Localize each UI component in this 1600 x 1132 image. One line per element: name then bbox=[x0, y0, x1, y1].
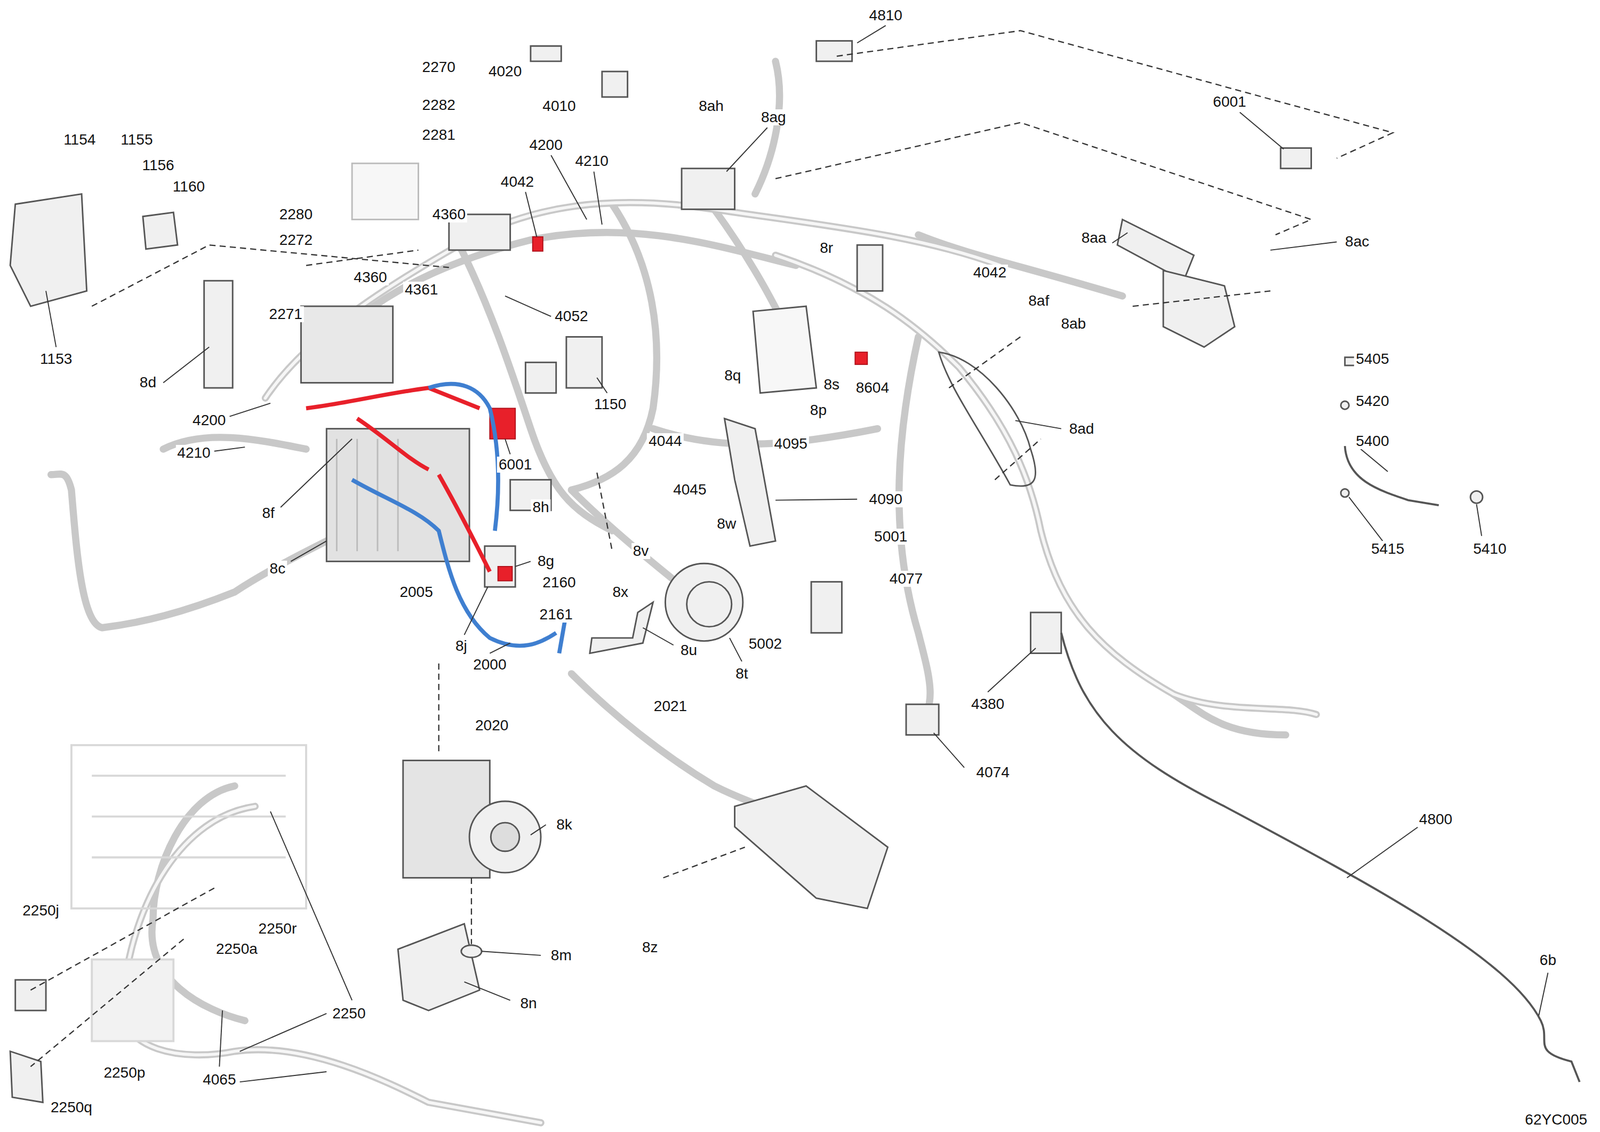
callout-number: 1150 bbox=[592, 396, 628, 413]
callout-number: 4210 bbox=[573, 153, 611, 170]
callout-number: 2160 bbox=[540, 574, 578, 591]
callout-number: 2281 bbox=[420, 126, 458, 143]
callout-number: 4200 bbox=[190, 412, 228, 429]
callout-number: 4074 bbox=[974, 764, 1011, 781]
callout-number: 62YC005 bbox=[1523, 1111, 1589, 1128]
callout-number: 8z bbox=[640, 939, 660, 956]
callout-number: 4020 bbox=[486, 63, 524, 80]
callout-number: 8g bbox=[536, 553, 556, 570]
callout-number: 4095 bbox=[772, 435, 810, 452]
callout-number: 8w bbox=[715, 515, 738, 532]
callout-number: 2250 bbox=[330, 1005, 367, 1022]
callout-number: 4042 bbox=[971, 264, 1008, 281]
callout-number: 4090 bbox=[867, 491, 904, 508]
callout-number: 8m bbox=[549, 947, 574, 964]
callout-number: 5415 bbox=[1369, 540, 1406, 557]
callout-number: 2270 bbox=[420, 59, 458, 76]
callout-number: 4810 bbox=[867, 7, 904, 24]
callout-number: 8aa bbox=[1080, 229, 1109, 246]
callout-number: 2021 bbox=[652, 698, 689, 715]
callout-number: 8j bbox=[453, 637, 469, 654]
callout-number: 5400 bbox=[1354, 433, 1391, 450]
callout-number: 5420 bbox=[1354, 393, 1391, 410]
callout-number: 1153 bbox=[38, 350, 74, 367]
callout-number: 4077 bbox=[888, 570, 925, 587]
callout-number: 5002 bbox=[747, 635, 784, 652]
callout-number: 1156 bbox=[140, 157, 176, 174]
callout-number: 8u bbox=[678, 642, 699, 659]
callout-number: 4360 bbox=[352, 269, 389, 286]
callout-number: 8q bbox=[722, 367, 743, 384]
callout-number: 4010 bbox=[540, 98, 578, 115]
callout-number: 4044 bbox=[646, 433, 684, 450]
callout-number: 8ad bbox=[1067, 420, 1096, 437]
callout-number: 4045 bbox=[671, 481, 708, 498]
callout-number: 8604 bbox=[854, 379, 891, 396]
callout-number: 4042 bbox=[499, 173, 536, 190]
callout-number: 5001 bbox=[872, 528, 909, 545]
callout-number: 8ag bbox=[759, 109, 788, 126]
callout-number: 5410 bbox=[1471, 540, 1508, 557]
callout-number: 1160 bbox=[171, 178, 207, 195]
callout-number: 2161 bbox=[538, 606, 575, 623]
callout-number: 2020 bbox=[473, 717, 510, 734]
callout-number: 8t bbox=[733, 665, 750, 682]
callout-number: 8s bbox=[822, 376, 842, 393]
callout-number: 2282 bbox=[420, 97, 458, 114]
callout-number: 8h bbox=[530, 499, 551, 516]
callout-number: 8r bbox=[818, 240, 835, 256]
callout-number: 1154 bbox=[61, 131, 98, 148]
callout-number: 8ac bbox=[1343, 233, 1371, 250]
callout-number: 2000 bbox=[471, 656, 508, 673]
callout-number: 8d bbox=[138, 374, 158, 391]
callout-number: 2250a bbox=[214, 940, 260, 957]
callout-number: 4360 bbox=[430, 206, 468, 223]
callout-number: 6b bbox=[1538, 952, 1558, 968]
callout-number: 8c bbox=[268, 560, 288, 577]
callout-number: 2005 bbox=[397, 584, 435, 600]
callout-number: 1155 bbox=[118, 131, 155, 148]
callout-number: 4210 bbox=[175, 444, 212, 461]
callout-number: 8af bbox=[1026, 292, 1051, 309]
callout-number: 2272 bbox=[277, 232, 315, 248]
callout-number: 8p bbox=[808, 402, 829, 419]
callout-number: 4380 bbox=[969, 696, 1006, 712]
callout-number: 2250r bbox=[257, 920, 299, 937]
callout-number: 6001 bbox=[1211, 93, 1248, 110]
callout-number: 8ab bbox=[1059, 315, 1088, 332]
callout-number: 5405 bbox=[1354, 350, 1391, 367]
callout-number: 2271 bbox=[267, 306, 304, 323]
callout-number: 4800 bbox=[1417, 811, 1454, 828]
callout-number: 8x bbox=[610, 584, 630, 600]
callout-number: 8k bbox=[554, 816, 574, 833]
callout-number: 4200 bbox=[527, 137, 564, 154]
callout-number: 4065 bbox=[201, 1071, 238, 1088]
callout-number: 2280 bbox=[277, 206, 315, 223]
callout-number: 2250q bbox=[49, 1099, 94, 1116]
callout-number: 8n bbox=[518, 995, 539, 1012]
callout-number: 6001 bbox=[497, 456, 534, 473]
callout-number: 8ah bbox=[697, 98, 726, 115]
callout-number: 4361 bbox=[403, 281, 440, 298]
callout-number: 4052 bbox=[553, 308, 590, 325]
callout-number: 8f bbox=[260, 505, 277, 522]
callout-number: 2250p bbox=[101, 1064, 147, 1081]
callout-number: 2250j bbox=[20, 902, 61, 919]
callout-number: 8v bbox=[631, 542, 651, 559]
